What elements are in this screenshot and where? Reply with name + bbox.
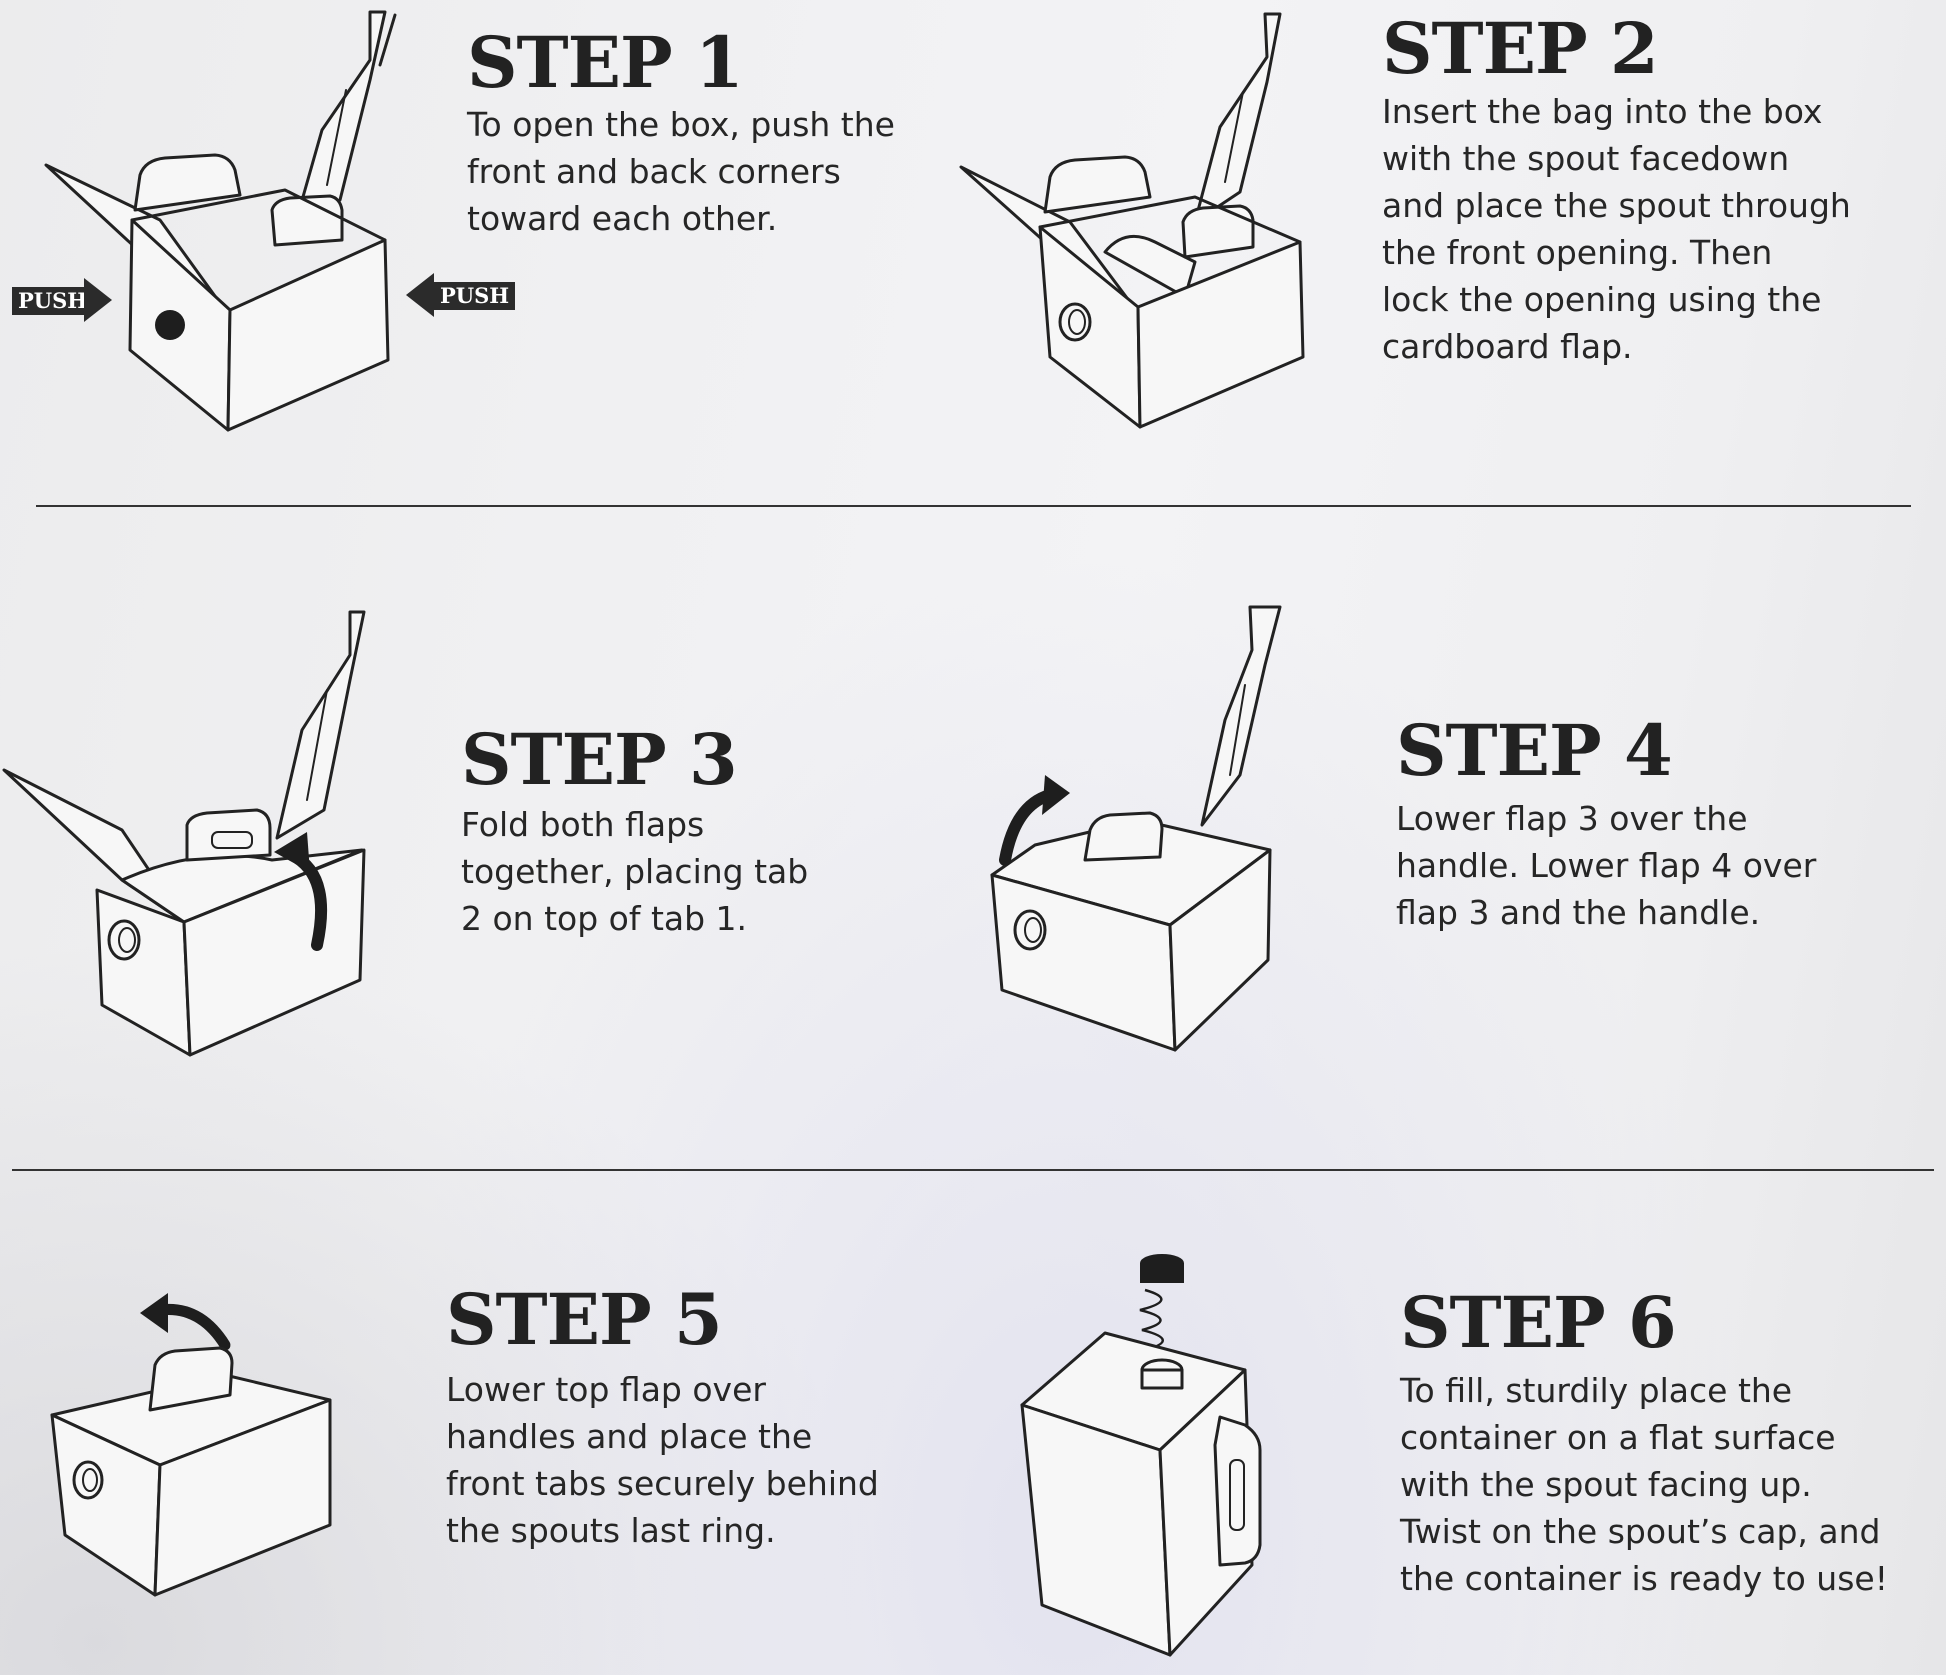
step-1-text: To open the box, push the front and back…: [467, 105, 895, 238]
push-label-right: PUSH: [434, 282, 516, 310]
step-4-box-illustration: [990, 605, 1300, 1055]
step-2-text: Insert the bag into the box with the spo…: [1382, 92, 1851, 366]
step-5-box-illustration: [50, 1285, 350, 1605]
divider-bottom: [12, 1169, 1934, 1171]
step-3-title: STEP 3: [461, 718, 738, 801]
step-5-title: STEP 5: [446, 1278, 723, 1361]
step-6-title: STEP 6: [1400, 1281, 1677, 1364]
step-1-title: STEP 1: [467, 21, 744, 104]
divider-top: [36, 505, 1911, 507]
step-2-box-illustration: [955, 12, 1315, 432]
step-6-text: To fill, sturdily place the container on…: [1400, 1371, 1888, 1598]
push-label-left: PUSH: [12, 287, 94, 315]
step-5-text: Lower top flap over handles and place th…: [446, 1370, 879, 1550]
step-3-box-illustration: [2, 610, 382, 1060]
step-1-box-illustration: [40, 10, 410, 440]
step-4-title: STEP 4: [1396, 709, 1673, 792]
step-2-title: STEP 2: [1382, 7, 1659, 90]
step-6-container-illustration: [1020, 1245, 1280, 1665]
push-arrow-left-icon: [406, 273, 434, 317]
push-arrow-right-icon: [84, 278, 112, 322]
step-4-text: Lower flap 3 over the handle. Lower flap…: [1396, 799, 1817, 932]
step-3-text: Fold both flaps together, placing tab 2 …: [461, 805, 809, 938]
